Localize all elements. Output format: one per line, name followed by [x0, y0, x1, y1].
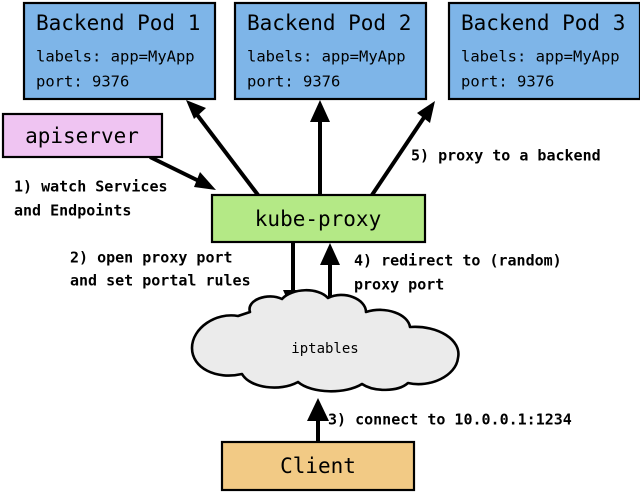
arrow-apiserver-to-kubeproxy — [149, 155, 216, 190]
step-3-line-1: 3) connect to 10.0.0.1:1234 — [328, 411, 572, 429]
step-2-line-1: 2) open proxy port — [70, 249, 233, 267]
step-5-label: 5) proxy to a backend — [411, 147, 601, 165]
kube-proxy-title: kube-proxy — [255, 207, 381, 231]
backend-pod-2-title: Backend Pod 2 — [247, 11, 411, 35]
apiserver-title: apiserver — [25, 124, 139, 148]
backend-pod-3-port: port: 9376 — [461, 73, 554, 91]
step-5-line-1: 5) proxy to a backend — [411, 147, 601, 165]
kube-proxy-box: kube-proxy — [210, 193, 427, 244]
backend-pod-3-box: Backend Pod 3 labels: app=MyApp port: 93… — [447, 1, 640, 101]
step-4-line-2: proxy port — [354, 276, 444, 294]
iptables-label: iptables — [291, 341, 358, 357]
client-title: Client — [280, 454, 356, 478]
backend-pod-1-title: Backend Pod 1 — [36, 11, 200, 35]
backend-pod-2-port: port: 9376 — [247, 73, 340, 91]
step-1-line-2: and Endpoints — [14, 202, 131, 220]
arrow-kubeproxy-to-pod3 — [370, 101, 435, 197]
step-4-label: 4) redirect to (random) proxy port — [354, 252, 562, 294]
backend-pod-1-port: port: 9376 — [36, 73, 129, 91]
step-3-label: 3) connect to 10.0.0.1:1234 — [328, 411, 572, 429]
iptables-cloud: iptables — [190, 288, 460, 393]
step-1-label: 1) watch Services and Endpoints — [14, 178, 168, 220]
apiserver-box: apiserver — [1, 112, 164, 159]
arrow-client-to-iptables — [307, 398, 329, 442]
backend-pod-2-labels: labels: app=MyApp — [247, 48, 406, 66]
backend-pod-1-labels: labels: app=MyApp — [36, 48, 195, 66]
step-2-line-2: and set portal rules — [70, 272, 251, 290]
step-1-line-1: 1) watch Services — [14, 178, 168, 196]
arrow-kubeproxy-to-pod2 — [310, 100, 330, 195]
backend-pod-1-box: Backend Pod 1 labels: app=MyApp port: 93… — [22, 1, 217, 101]
backend-pod-3-title: Backend Pod 3 — [461, 11, 625, 35]
arrow-kubeproxy-to-pod1 — [186, 100, 260, 197]
client-box: Client — [220, 440, 416, 492]
step-4-line-1: 4) redirect to (random) — [354, 252, 562, 270]
backend-pod-3-labels: labels: app=MyApp — [461, 48, 620, 66]
backend-pod-2-box: Backend Pod 2 labels: app=MyApp port: 93… — [233, 1, 428, 101]
step-2-label: 2) open proxy port and set portal rules — [70, 249, 251, 290]
